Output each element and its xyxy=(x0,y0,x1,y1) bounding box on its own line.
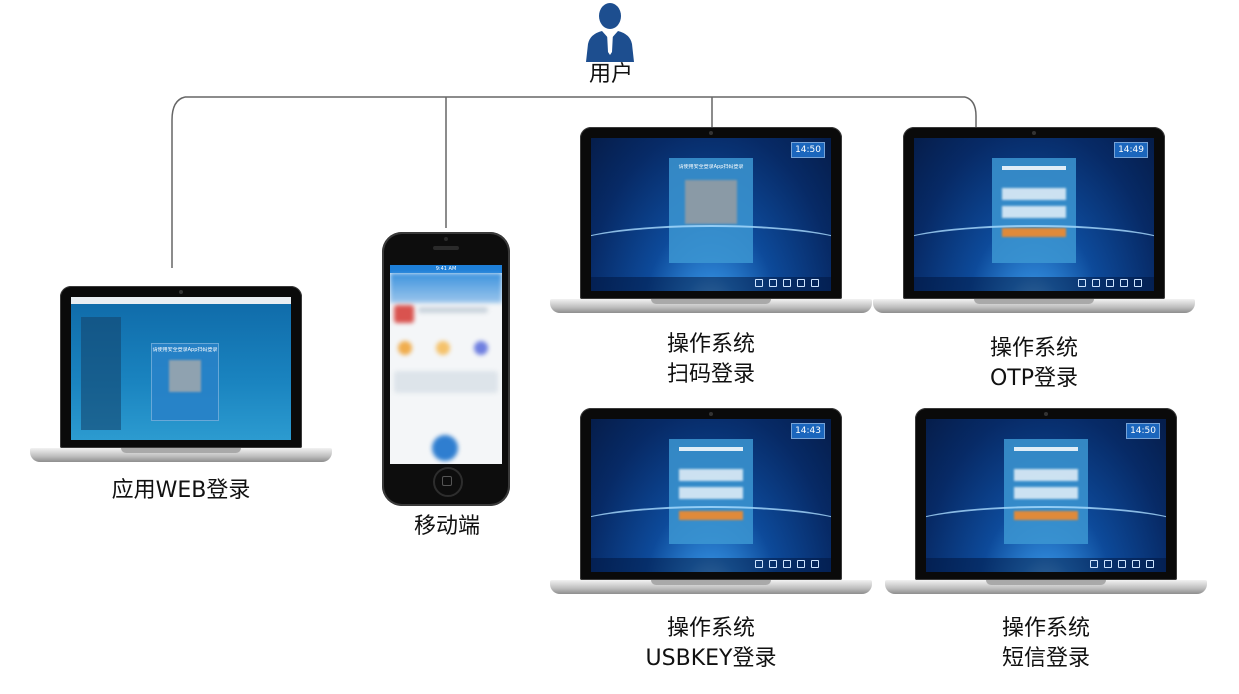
user-icon xyxy=(586,3,634,62)
os-otp-label-line2: OTP登录 xyxy=(989,366,1079,391)
connector-otp xyxy=(964,96,977,127)
os-sms-clock: 14:50 xyxy=(1126,423,1160,439)
os-otp-clock: 14:49 xyxy=(1114,142,1148,158)
sms-login-panel xyxy=(1004,439,1088,544)
os-otp-screen: 14:49 xyxy=(914,138,1154,291)
mobile-screen: 9:41 AM xyxy=(390,265,502,464)
os-otp-label: 操作系统 OTP登录 xyxy=(934,334,1134,394)
os-usbkey-screen: 14:43 xyxy=(591,419,831,572)
scan-screen-title: 请使用安全登录App扫码登录 xyxy=(678,164,744,170)
web-qr-panel: 请使用安全登录App扫码登录 xyxy=(151,343,219,421)
web-login-laptop: 请使用安全登录App扫码登录 xyxy=(30,286,332,462)
os-sms-label: 操作系统 短信登录 xyxy=(946,614,1146,674)
qr-code-icon xyxy=(685,180,737,224)
mobile-status-time: 9:41 AM xyxy=(435,266,457,272)
os-otp-login-laptop: 14:49 xyxy=(873,127,1195,313)
os-scan-label-line1: 操作系统 xyxy=(666,332,755,357)
mobile-phone: 9:41 AM xyxy=(382,232,510,506)
connector-web xyxy=(171,96,186,268)
os-sms-screen: 14:50 xyxy=(926,419,1166,572)
os-usbkey-label: 操作系统 USBKEY登录 xyxy=(611,614,811,674)
os-sms-label-line1: 操作系统 xyxy=(1001,616,1090,641)
qr-code-icon xyxy=(169,360,201,392)
web-screen-title: 请使用安全登录App扫码登录 xyxy=(152,347,218,353)
os-scan-login-laptop: 14:50 请使用安全登录App扫码登录 xyxy=(550,127,872,313)
otp-login-panel xyxy=(992,158,1076,263)
os-sms-label-line2: 短信登录 xyxy=(1001,646,1090,671)
home-button xyxy=(433,467,463,497)
os-usbkey-label-line1: 操作系统 xyxy=(666,616,755,641)
web-login-label: 应用WEB登录 xyxy=(111,478,251,503)
os-sms-login-laptop: 14:50 xyxy=(885,408,1207,594)
scan-qr-panel: 请使用安全登录App扫码登录 xyxy=(669,158,753,263)
os-usbkey-login-laptop: 14:43 xyxy=(550,408,872,594)
mobile-label: 移动端 xyxy=(413,514,480,539)
user-label: 用户 xyxy=(588,62,633,87)
os-scan-label-line2: 扫码登录 xyxy=(666,362,755,387)
os-usbkey-clock: 14:43 xyxy=(791,423,825,439)
os-otp-label-line1: 操作系统 xyxy=(989,336,1078,361)
usbkey-login-panel xyxy=(669,439,753,544)
os-scan-screen: 14:50 请使用安全登录App扫码登录 xyxy=(591,138,831,291)
os-usbkey-label-line2: USBKEY登录 xyxy=(645,646,777,671)
os-scan-clock: 14:50 xyxy=(791,142,825,158)
os-scan-label: 操作系统 扫码登录 xyxy=(611,330,811,390)
web-login-screen: 请使用安全登录App扫码登录 xyxy=(71,297,291,440)
